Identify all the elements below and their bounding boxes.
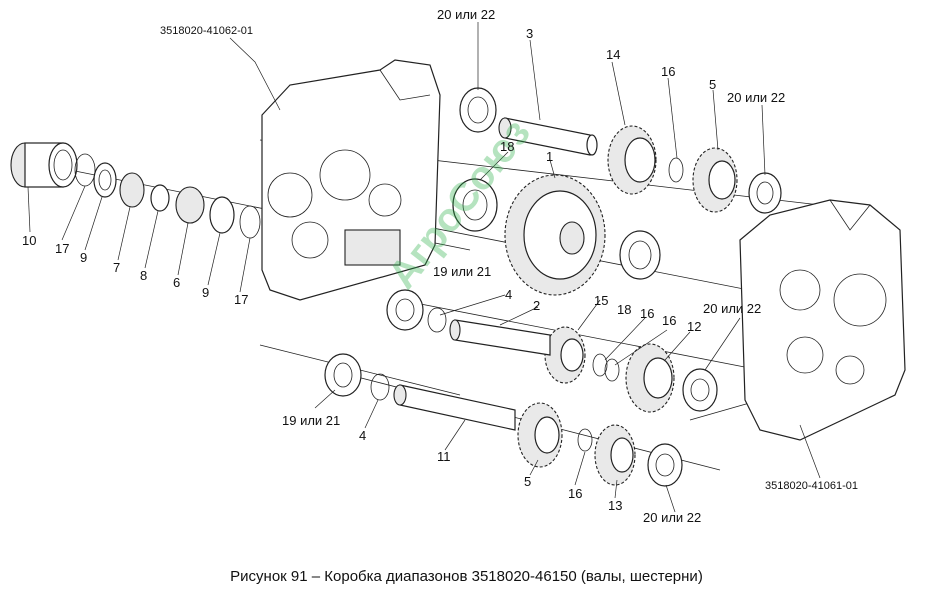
label-4-top: 4 bbox=[505, 287, 513, 302]
label-8: 8 bbox=[140, 268, 148, 283]
part-3-shaft bbox=[498, 117, 598, 156]
label-6: 6 bbox=[173, 275, 181, 290]
label-17-left: 17 bbox=[55, 241, 70, 256]
label-5-top: 5 bbox=[709, 77, 717, 92]
part-2-shaft bbox=[449, 319, 551, 356]
label-7: 7 bbox=[113, 260, 121, 275]
part-10-needle-bearing bbox=[10, 142, 78, 188]
left-small-parts bbox=[74, 153, 261, 239]
label-2: 2 bbox=[533, 298, 541, 313]
label-5-bottom: 5 bbox=[524, 474, 532, 489]
bearings bbox=[324, 87, 782, 487]
left-housing bbox=[261, 59, 441, 301]
label-16-top: 16 bbox=[661, 64, 676, 79]
retaining-rings bbox=[370, 157, 684, 452]
label-1: 1 bbox=[546, 149, 554, 164]
label-alt19-top: 19 или 21 bbox=[433, 264, 492, 279]
label-17-right: 17 bbox=[234, 292, 249, 307]
label-14: 14 bbox=[606, 47, 621, 62]
label-9-left: 9 bbox=[80, 250, 88, 265]
label-alt20-right: 20 или 22 bbox=[727, 90, 786, 105]
label-9-right: 9 bbox=[202, 285, 210, 300]
label-18-mid: 18 bbox=[617, 302, 632, 317]
label-16-bottom: 16 bbox=[568, 486, 583, 501]
label-16-mid2: 16 bbox=[662, 313, 677, 328]
label-alt20-mid: 20 или 22 bbox=[703, 301, 762, 316]
leader-lines bbox=[27, 22, 821, 513]
label-16-mid1: 16 bbox=[640, 306, 655, 321]
part-11-shaft bbox=[393, 384, 516, 431]
label-10: 10 bbox=[22, 233, 37, 248]
label-13: 13 bbox=[608, 498, 623, 513]
label-alt20-bottom: 20 или 22 bbox=[643, 510, 702, 525]
label-4-bottom: 4 bbox=[359, 428, 367, 443]
label-3: 3 bbox=[526, 26, 534, 41]
label-12: 12 bbox=[687, 319, 702, 334]
label-18-top: 18 bbox=[500, 139, 515, 154]
label-11: 11 bbox=[437, 449, 451, 464]
gears bbox=[504, 125, 738, 486]
figure-caption: Рисунок 91 – Коробка диапазонов 3518020-… bbox=[230, 568, 703, 585]
right-housing-code: 3518020-41061-01 bbox=[765, 480, 858, 492]
label-15: 15 bbox=[594, 293, 609, 308]
right-housing bbox=[739, 199, 906, 441]
label-alt20-top: 20 или 22 bbox=[437, 7, 496, 22]
label-alt19-bottom: 19 или 21 bbox=[282, 413, 341, 428]
left-housing-code: 3518020-41062-01 bbox=[160, 25, 253, 37]
